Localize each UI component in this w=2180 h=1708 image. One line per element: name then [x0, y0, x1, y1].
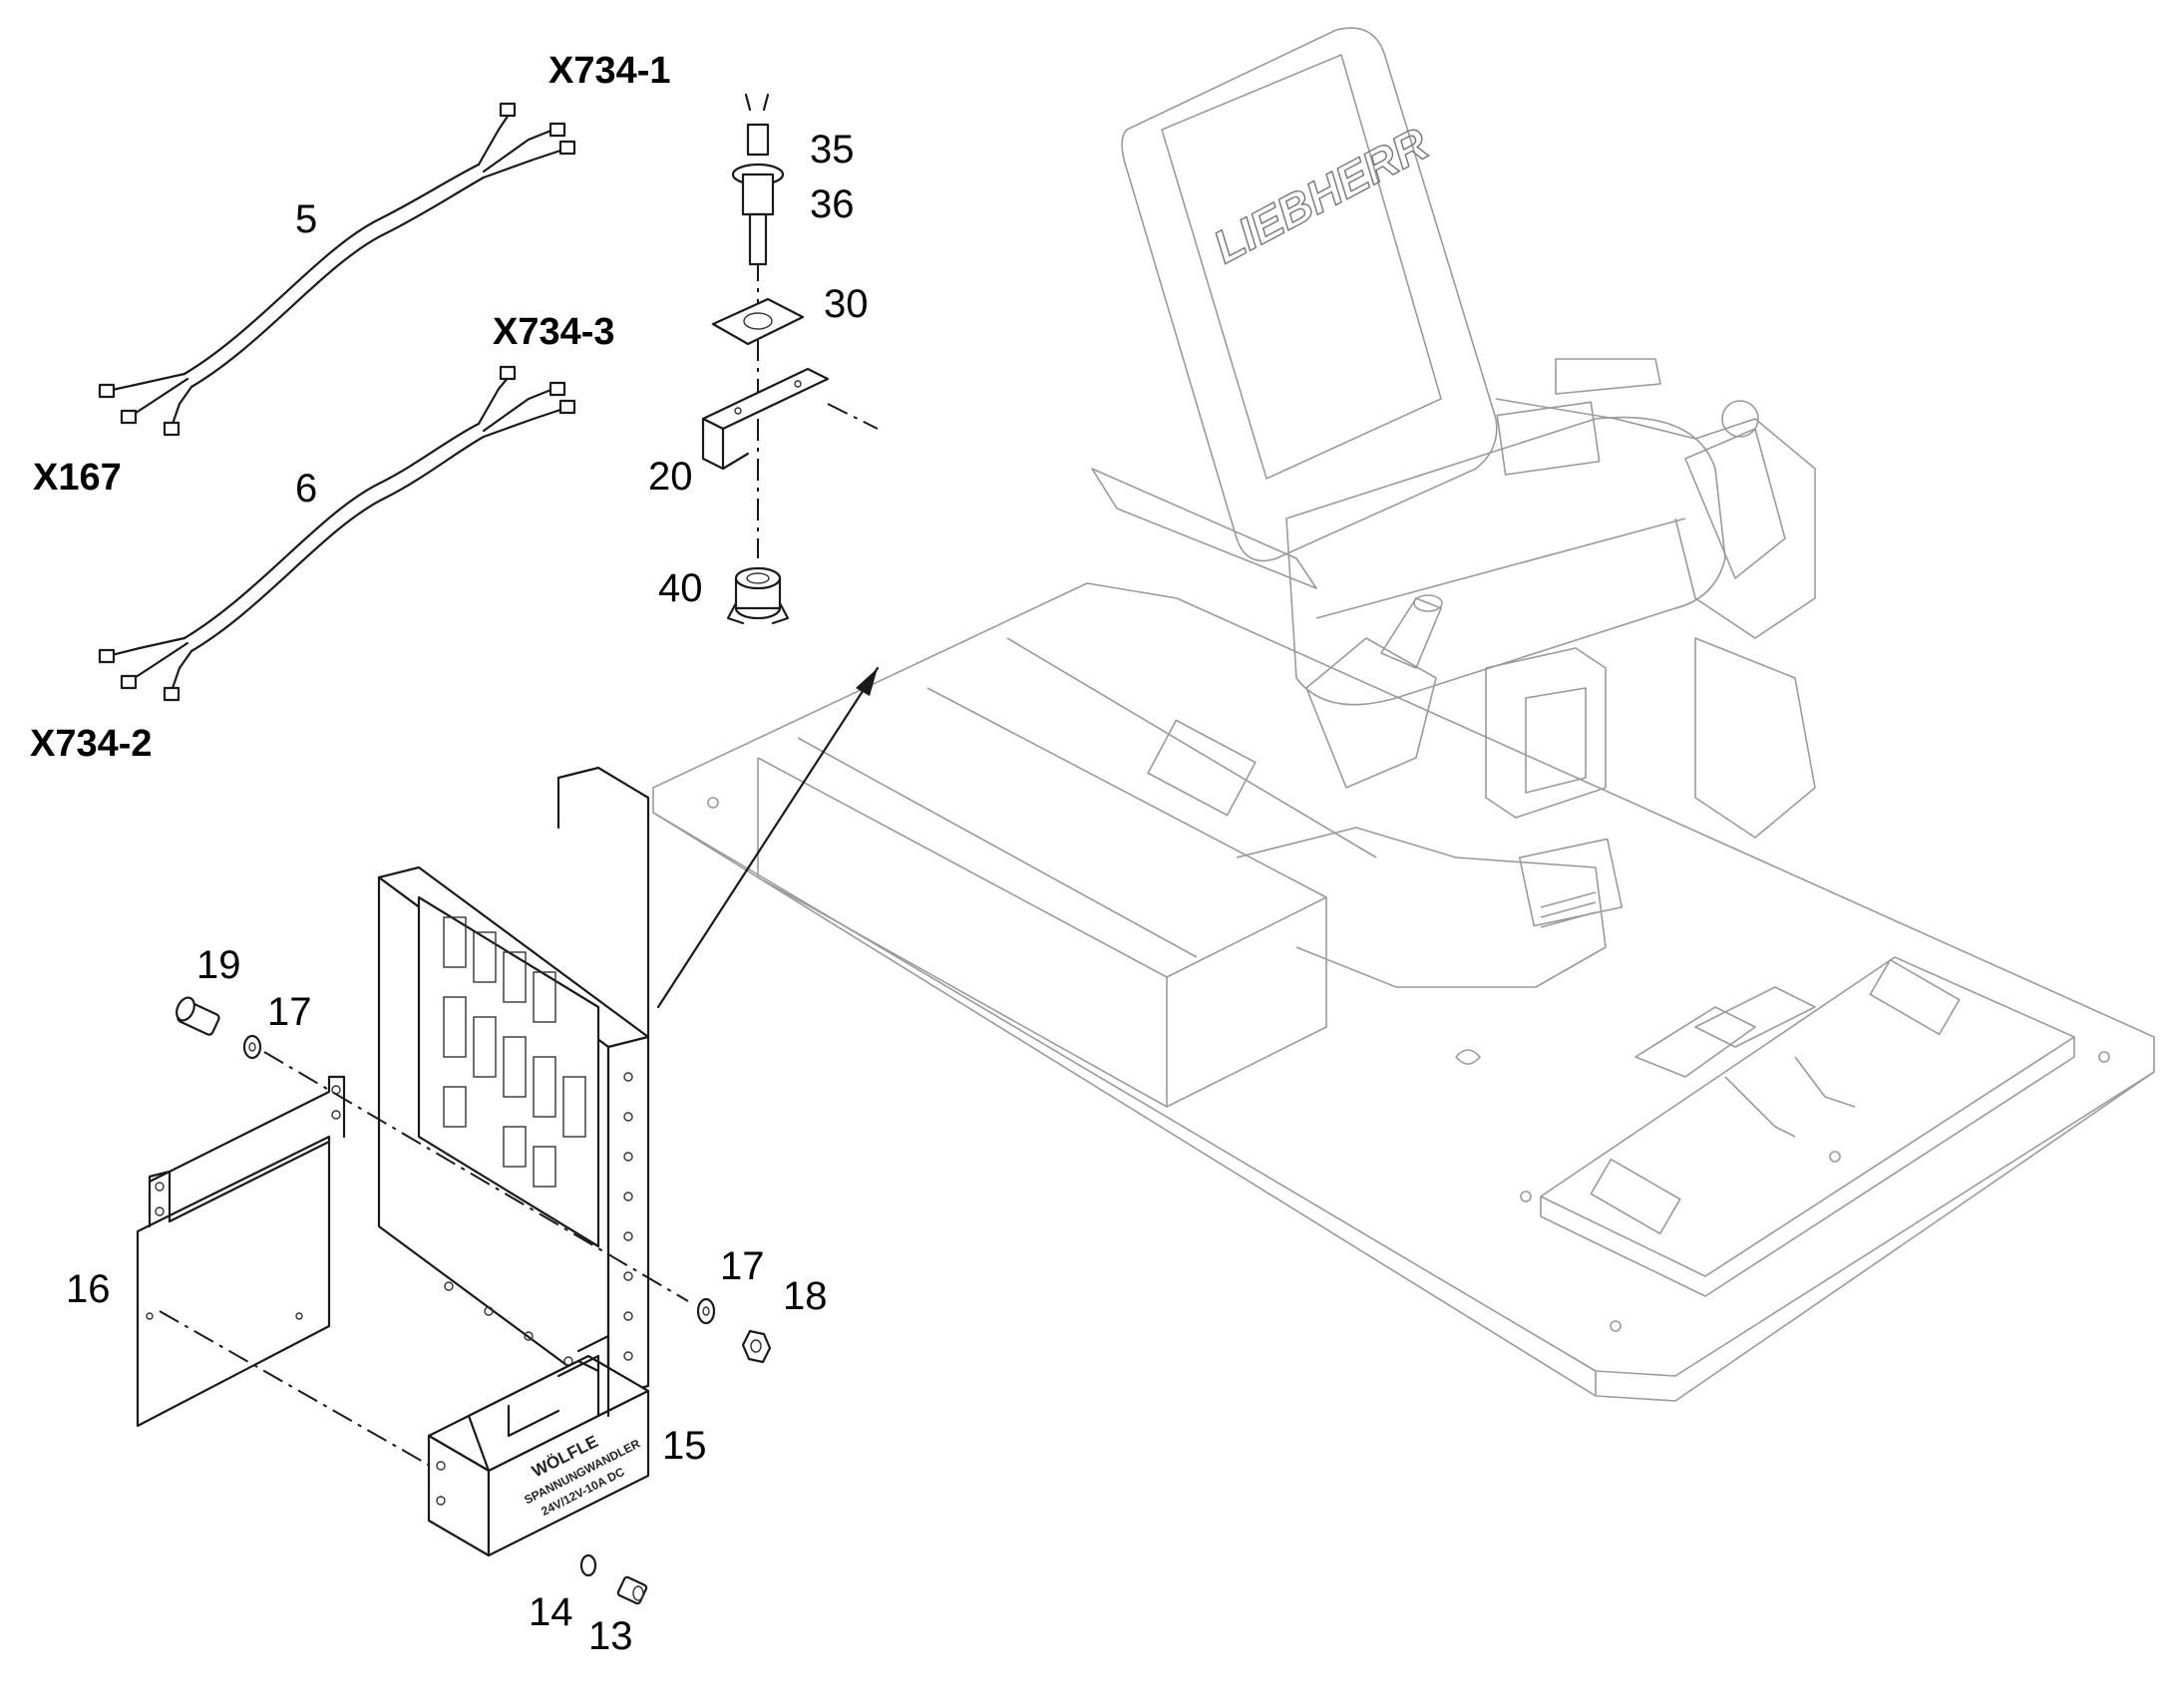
label-19: 19 — [196, 943, 241, 987]
switch-assembly — [701, 93, 879, 625]
label-6: 6 — [295, 467, 317, 511]
terminal-blocks — [443, 916, 586, 1188]
washer-17-lower — [696, 1297, 716, 1325]
callout-labels: X734-1 5 X734-3 X167 6 X734-2 35 36 30 2… — [30, 50, 869, 1658]
left-joystick — [1305, 594, 1443, 789]
cab-floor-plate — [652, 582, 2155, 1402]
display-monitor — [1485, 647, 1607, 819]
label-36: 36 — [810, 182, 855, 226]
label-16: 16 — [66, 1267, 111, 1311]
bracket-20 — [701, 367, 830, 471]
screw-13 — [616, 1575, 648, 1605]
label-15: 15 — [662, 1424, 707, 1468]
label-plate-30 — [711, 297, 805, 346]
cable-harness-6 — [98, 365, 576, 702]
washer-17-upper — [242, 1034, 262, 1060]
screw-19 — [176, 996, 220, 1036]
vent-slots — [1540, 891, 1597, 928]
label-5: 5 — [295, 197, 317, 241]
label-14: 14 — [529, 1590, 573, 1634]
mounting-plate-16 — [136, 1075, 346, 1428]
right-control-console — [1495, 398, 1816, 839]
seat-brand-logo: LIEBHERR — [1205, 118, 1436, 273]
label-20: 20 — [648, 455, 693, 499]
panel-holes — [444, 1072, 633, 1366]
pedal-assembly — [1540, 956, 2075, 1297]
label-13: 13 — [588, 1614, 633, 1658]
switch-35 — [731, 93, 785, 266]
operator-seat: LIEBHERR — [1091, 27, 1816, 839]
cab-frame — [757, 637, 1624, 1108]
label-x734-1: X734-1 — [548, 50, 671, 92]
label-40: 40 — [658, 566, 703, 610]
label-30: 30 — [824, 282, 869, 326]
label-17-lower: 17 — [720, 1244, 765, 1288]
label-x167: X167 — [33, 457, 122, 499]
label-x734-3: X734-3 — [493, 311, 615, 353]
label-x734-2: X734-2 — [30, 723, 153, 765]
label-18: 18 — [783, 1274, 828, 1318]
voltage-converter-15: WÖLFLE SPANNUNGWANDLER 24V/12V-10A DC — [427, 1334, 650, 1557]
washer-14 — [579, 1553, 597, 1577]
cable-harness-5 — [98, 102, 576, 437]
nut-18 — [741, 1329, 772, 1364]
label-35: 35 — [810, 128, 855, 171]
label-17-upper: 17 — [267, 990, 312, 1034]
grommet-40 — [726, 566, 790, 625]
